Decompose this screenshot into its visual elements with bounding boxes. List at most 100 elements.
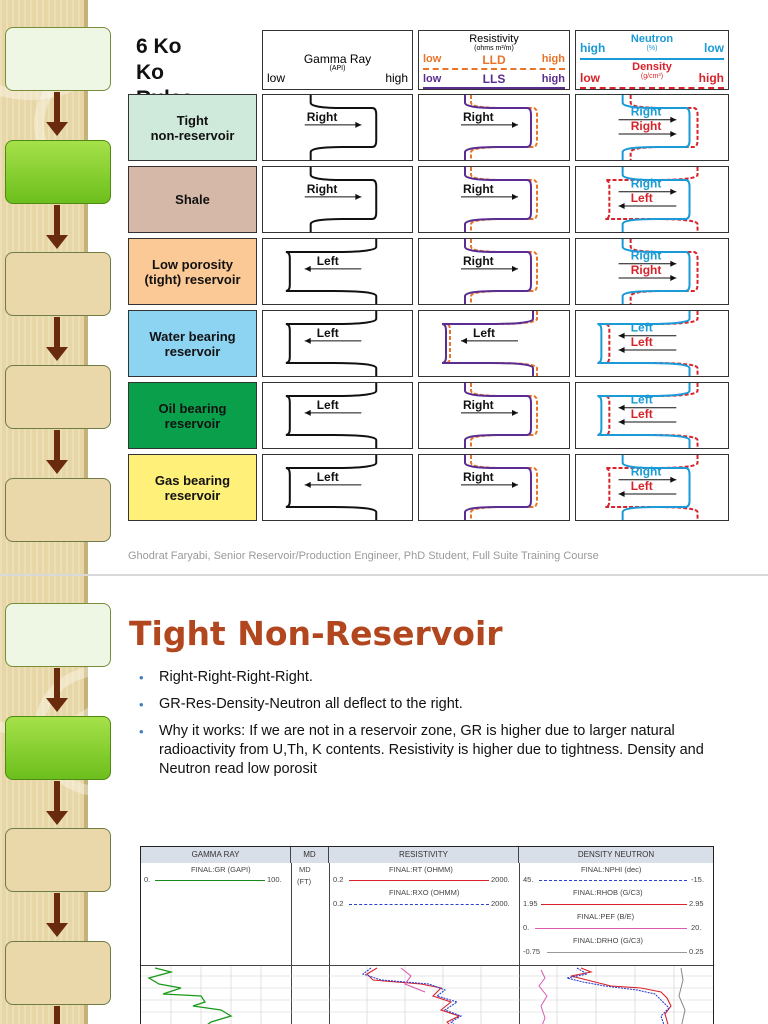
down-arrow-icon xyxy=(46,781,68,825)
drho-min: -0.75 xyxy=(523,947,541,956)
rule-row-label: Low porosity (tight) reservoir xyxy=(128,238,257,305)
right-arrow-icon: Right xyxy=(618,105,677,123)
deflection-label: Left xyxy=(317,470,339,484)
nav-box-3[interactable] xyxy=(5,828,111,892)
nphi-max: -15. xyxy=(691,875,704,884)
deflection-label: Right xyxy=(631,177,662,191)
nav-box-3[interactable] xyxy=(5,252,111,316)
down-arrow-icon xyxy=(46,430,68,474)
left-arrow-icon: Left xyxy=(304,470,362,488)
down-arrow-icon xyxy=(46,205,68,249)
nav-box-4[interactable] xyxy=(5,941,111,1005)
deflection-label: Left xyxy=(631,191,653,205)
nphi-min: 45. xyxy=(523,875,534,884)
right-arrow-icon: Right xyxy=(618,263,677,281)
down-arrow-icon xyxy=(50,1006,64,1024)
log-header-md: MD xyxy=(291,847,329,863)
log-header-density-neutron: DENSITY NEUTRON xyxy=(519,847,713,863)
bullet-list: Right-Right-Right-Right. GR-Res-Density-… xyxy=(137,668,747,787)
gamma-ray-cell: Left xyxy=(262,454,413,521)
rt-max: 2000. xyxy=(491,875,510,884)
left-arrow-icon: Left xyxy=(304,398,362,416)
gr-min: 0. xyxy=(144,875,151,884)
pef-min: 0. xyxy=(523,923,530,932)
deflection-label: Left xyxy=(473,326,495,340)
rxo-curve-label: FINAL:RXO (OHMM) xyxy=(389,888,460,897)
drho-curve-label: FINAL:DRHO (G/C3) xyxy=(573,936,644,945)
deflection-label: Left xyxy=(631,407,653,421)
sidebar-edge xyxy=(84,576,88,1024)
md-label: MD xyxy=(299,865,311,874)
left-arrow-icon: Left xyxy=(304,254,362,272)
right-arrow-icon: Right xyxy=(304,110,362,128)
left-arrow-icon: Left xyxy=(618,335,677,353)
md-unit: (FT) xyxy=(297,877,312,886)
bullet-item: Why it works: If we are not in a reservo… xyxy=(137,722,747,779)
header-neutron-density: high Neutron (%) low Density (g/cm³) low… xyxy=(575,30,729,90)
gr-max: 100. xyxy=(267,875,282,884)
rule-row-label: Tight non-reservoir xyxy=(128,94,257,161)
deflection-label: Right xyxy=(463,182,494,196)
nav-box-1[interactable] xyxy=(5,603,111,667)
rule-row-label: Oil bearing reservoir xyxy=(128,382,257,449)
deflection-label: Right xyxy=(463,398,494,412)
well-log-image: GAMMA RAY MD RESISTIVITY DENSITY NEUTRON… xyxy=(140,846,714,1024)
log-traces xyxy=(141,966,713,1024)
right-arrow-icon: Right xyxy=(461,182,518,200)
deflection-label: Right xyxy=(463,110,494,124)
rule-row-label: Gas bearing reservoir xyxy=(128,454,257,521)
nav-box-5[interactable] xyxy=(5,478,111,542)
log-header-resistivity: RESISTIVITY xyxy=(329,847,519,863)
deflection-label: Left xyxy=(317,254,339,268)
deflection-label: Right xyxy=(631,249,662,263)
resistivity-cell: Right xyxy=(418,94,570,161)
nav-box-2-active[interactable] xyxy=(5,140,111,204)
down-arrow-icon xyxy=(46,893,68,937)
header-gamma-ray: Gamma Ray (API) low high xyxy=(262,30,413,90)
resistivity-cell: Right xyxy=(418,382,570,449)
pef-curve-label: FINAL:PEF (B/E) xyxy=(577,912,635,921)
slide-six-rules: 6 Ko Ko Rules Gamma Ray (API) low high R… xyxy=(0,0,729,574)
drho-max: 0.25 xyxy=(689,947,704,956)
right-arrow-icon: Right xyxy=(461,398,518,416)
deflection-label: Left xyxy=(317,398,339,412)
rt-min: 0.2 xyxy=(333,875,344,884)
resistivity-cell: Left xyxy=(418,310,570,377)
nav-box-2-active[interactable] xyxy=(5,716,111,780)
resistivity-cell: Right xyxy=(418,238,570,305)
nphi-curve-label: FINAL:NPHI (dec) xyxy=(581,865,642,874)
down-arrow-icon xyxy=(46,668,68,712)
left-arrow-icon: Left xyxy=(461,326,518,344)
deflection-label: Right xyxy=(631,465,662,479)
deflection-label: Left xyxy=(631,321,653,335)
deflection-label: Left xyxy=(317,326,339,340)
deflection-label: Right xyxy=(631,105,662,119)
down-arrow-icon xyxy=(46,317,68,361)
nav-box-4[interactable] xyxy=(5,365,111,429)
log-header-gamma: GAMMA RAY xyxy=(141,847,291,863)
deflection-label: Left xyxy=(631,393,653,407)
deflection-label: Right xyxy=(307,182,338,196)
slide-tight-non-reservoir: Tight Non-Reservoir Right-Right-Right-Ri… xyxy=(0,576,768,1024)
deflection-label: Right xyxy=(307,110,338,124)
bullet-item: Right-Right-Right-Right. xyxy=(137,668,747,687)
gamma-ray-cell: Right xyxy=(262,166,413,233)
left-arrow-icon: Left xyxy=(304,326,362,344)
deflection-label: Left xyxy=(631,479,653,493)
right-arrow-icon: Right xyxy=(618,249,677,267)
rxo-min: 0.2 xyxy=(333,899,344,908)
deflection-label: Right xyxy=(631,119,662,133)
slide-title: Tight Non-Reservoir xyxy=(129,614,503,653)
pef-max: 20. xyxy=(691,923,702,932)
right-arrow-icon: Right xyxy=(461,254,518,272)
nav-box-1[interactable] xyxy=(5,27,111,91)
rhob-min: 1.95 xyxy=(523,899,538,908)
gamma-ray-cell: Left xyxy=(262,310,413,377)
gamma-ray-cell: Left xyxy=(262,382,413,449)
